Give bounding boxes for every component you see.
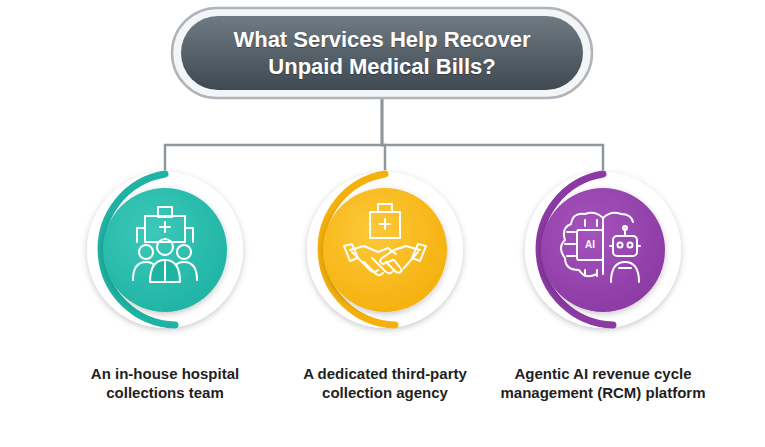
service-circle: A dedicated third-party collection agenc… <box>270 168 500 402</box>
chip-label: AI <box>577 239 603 251</box>
service-circle: Agentic AI revenue cycle management (RCM… <box>488 168 718 402</box>
circle-shape <box>488 168 718 338</box>
tree-connector <box>165 98 382 170</box>
service-circle: An in-house hospital collections team <box>50 168 280 402</box>
title-pill: What Services Help Recover Unpaid Medica… <box>170 6 594 100</box>
service-label: Agentic AI revenue cycle management (RCM… <box>493 364 713 402</box>
handshake-icon <box>344 204 426 275</box>
service-label: A dedicated third-party collection agenc… <box>295 364 475 402</box>
staff-icon <box>133 207 197 282</box>
service-label: An in-house hospital collections team <box>70 364 260 402</box>
tree-connector <box>382 98 603 170</box>
circle-shape <box>270 168 500 338</box>
pill-shape <box>170 6 594 100</box>
ai-brain-icon <box>561 213 640 282</box>
circle-shape <box>50 168 280 338</box>
title-text: What Services Help Recover Unpaid Medica… <box>170 16 594 90</box>
